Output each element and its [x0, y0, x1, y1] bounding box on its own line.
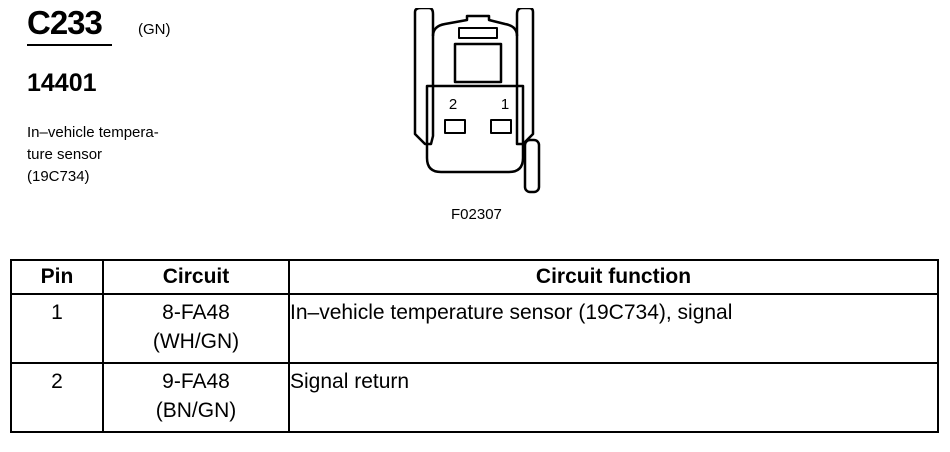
- table-row: 2 9-FA48 (BN/GN) Signal return: [10, 362, 939, 433]
- figure-id: F02307: [451, 206, 502, 223]
- connector-code: C233: [27, 4, 103, 41]
- pin-cell: 2: [10, 362, 104, 433]
- connector-code-underline: [27, 44, 112, 46]
- description-line-2: ture sensor: [27, 146, 103, 163]
- upper-housing: [431, 14, 519, 37]
- table-header-row: Pin Circuit Circuit function: [10, 259, 939, 295]
- circuit-cell: 9-FA48 (BN/GN): [102, 362, 290, 433]
- circuit-id: 9-FA48: [162, 370, 230, 393]
- header-circuit: Circuit: [102, 259, 290, 295]
- pin-1-cavity: [490, 119, 512, 134]
- connector-face-diagram: 2 1: [413, 8, 541, 194]
- table-row: 1 8-FA48 (WH/GN) In–vehicle temperature …: [10, 293, 939, 364]
- header-pin: Pin: [10, 259, 104, 295]
- side-lock: [523, 138, 541, 194]
- latch-tab: [453, 42, 503, 84]
- function-cell: Signal return: [288, 362, 939, 433]
- component-description: In–vehicle tempera- ture sensor (19C734): [27, 122, 159, 188]
- pin-label-2: 2: [449, 96, 457, 113]
- pin-2-cavity: [444, 119, 466, 134]
- connector-color: (GN): [138, 21, 171, 38]
- right-latch-arm: [515, 8, 535, 146]
- header-circuit-function: Circuit function: [288, 259, 939, 295]
- pin-cell: 1: [10, 293, 104, 364]
- circuit-id: 8-FA48: [162, 301, 230, 324]
- terminal-housing: [425, 84, 525, 174]
- circuit-cell: 8-FA48 (WH/GN): [102, 293, 290, 364]
- description-line-3: (19C734): [27, 168, 90, 185]
- wire-color: (BN/GN): [155, 399, 237, 422]
- part-number: 14401: [27, 69, 97, 97]
- pinout-table: Pin Circuit Circuit function 1 8-FA48 (W…: [10, 259, 939, 433]
- pin-label-1: 1: [501, 96, 509, 113]
- function-cell: In–vehicle temperature sensor (19C734), …: [288, 293, 939, 364]
- latch-tab-bar: [458, 27, 498, 39]
- wire-color: (WH/GN): [152, 330, 240, 353]
- description-line-1: In–vehicle tempera-: [27, 124, 159, 141]
- left-latch-arm: [413, 8, 435, 146]
